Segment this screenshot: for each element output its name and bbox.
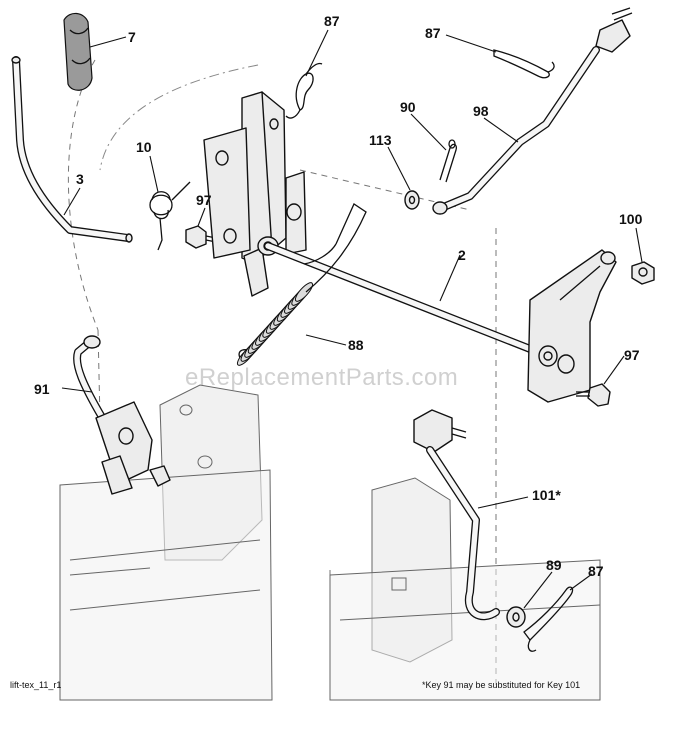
part-3-lift-handle-rod <box>11 56 133 243</box>
part-101-lift-link <box>413 409 500 621</box>
watermark: eReplacementParts.com <box>185 364 459 391</box>
drawing-id: lift-tex_11_r1 <box>10 680 62 690</box>
part-90-cotter-pin <box>439 139 458 183</box>
callout-7: 7 <box>128 29 136 45</box>
callout-88: 88 <box>348 337 364 353</box>
callout-87-right: 87 <box>425 25 441 41</box>
part-7-handle-grip <box>63 12 93 91</box>
leader-lines <box>61 29 643 609</box>
callout-113: 113 <box>369 132 392 148</box>
pivot-bracket <box>203 91 307 297</box>
part-2-lift-shaft <box>264 242 552 360</box>
part-98-adjustment-rod <box>432 7 633 215</box>
substitution-note: *Key 91 may be substituted for Key 101 <box>422 680 581 690</box>
part-87-hairpin-clip-right <box>493 49 555 79</box>
part-100-nut <box>631 261 655 285</box>
part-88-extension-spring <box>236 203 367 366</box>
callout-3: 3 <box>76 171 84 187</box>
callout-98: 98 <box>473 103 489 119</box>
part-87-hairpin-clip-top <box>285 62 323 119</box>
callout-87-bottom: 87 <box>588 563 604 579</box>
callout-10: 10 <box>136 139 152 155</box>
spring-coil <box>294 282 314 302</box>
part-113-washer <box>404 190 420 210</box>
callout-90: 90 <box>400 99 416 115</box>
part-10-torsion-spring <box>149 181 191 251</box>
part-91-lift-link <box>73 335 171 495</box>
callout-87-top: 87 <box>324 13 340 29</box>
callout-2: 2 <box>458 247 466 263</box>
part-97-bolt-right <box>576 383 611 407</box>
callout-91: 91 <box>34 381 50 397</box>
callout-101: 101* <box>532 487 561 503</box>
left-mounting-bracket <box>59 384 273 701</box>
right-mounting-bracket <box>329 477 601 701</box>
callout-97-left: 97 <box>196 192 212 208</box>
callout-97-right: 97 <box>624 347 640 363</box>
right-lift-arm <box>527 249 617 403</box>
part-89-washer <box>506 606 526 628</box>
callout-100: 100 <box>619 211 643 227</box>
callout-89: 89 <box>546 557 562 573</box>
